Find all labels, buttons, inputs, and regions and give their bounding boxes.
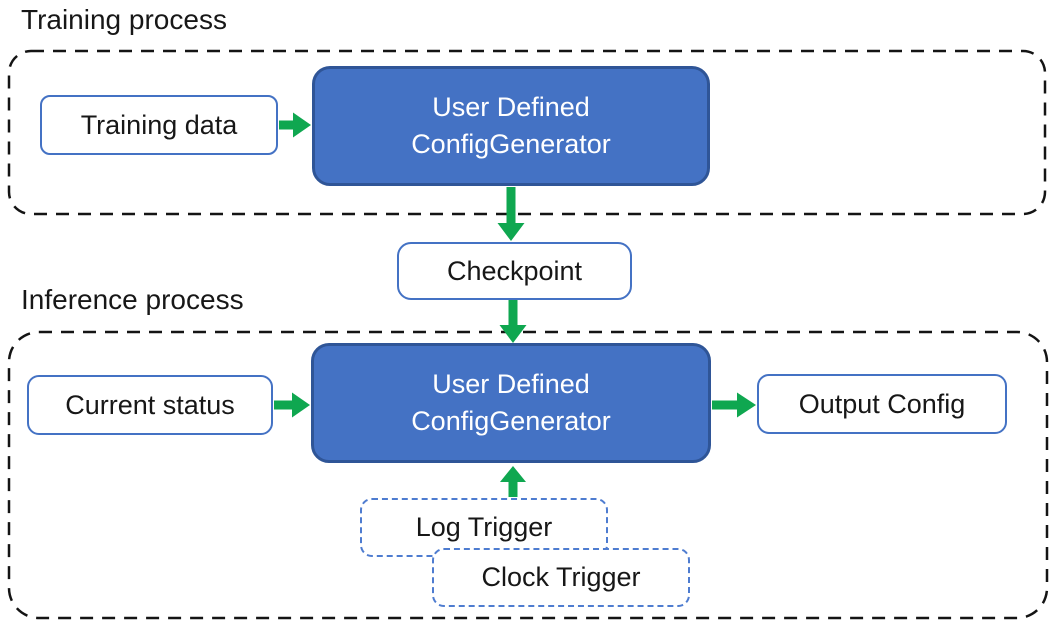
output-config-node: Output Config [757, 374, 1007, 434]
training-data-label: Training data [80, 109, 238, 140]
inference-config-generator-label-line1: User Defined [432, 369, 590, 399]
output-config-label: Output Config [798, 388, 966, 419]
training-config-generator-label-line2: ConfigGenerator [411, 129, 611, 159]
checkpoint-node: Checkpoint [397, 242, 632, 300]
arrow-current-status-to-generator [274, 392, 310, 418]
training-config-generator-label-line1: User Defined [432, 92, 590, 122]
current-status-node: Current status [27, 375, 273, 435]
log-trigger-label: Log Trigger [415, 512, 553, 542]
training-data-node: Training data [40, 95, 278, 155]
inference-config-generator-label-line2: ConfigGenerator [411, 406, 611, 436]
training-process-boundary [7, 49, 1047, 216]
arrow-generator-to-output-config [712, 392, 756, 418]
clock-trigger-node: Clock Trigger [432, 548, 690, 607]
arrow-triggers-to-generator [500, 466, 526, 497]
checkpoint-label: Checkpoint [446, 255, 583, 286]
training-config-generator-node: User Defined ConfigGenerator [312, 66, 710, 186]
arrow-training-data-to-generator [279, 112, 311, 138]
inference-process-title: Inference process [21, 284, 244, 315]
training-process-title: Training process [21, 4, 227, 35]
clock-trigger-label: Clock Trigger [481, 562, 641, 592]
current-status-label: Current status [65, 389, 235, 420]
inference-config-generator-node: User Defined ConfigGenerator [311, 343, 711, 463]
inference-process-boundary [7, 330, 1049, 620]
arrow-checkpoint-to-generator [499, 300, 527, 343]
arrow-generator-to-checkpoint [497, 187, 525, 241]
